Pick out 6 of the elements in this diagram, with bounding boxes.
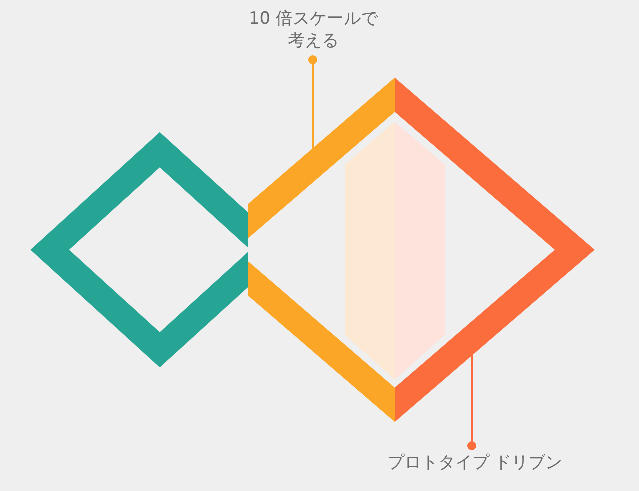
chevron-segment xyxy=(248,78,395,422)
diamond-outline xyxy=(30,132,248,368)
chevron-segment xyxy=(395,78,595,422)
callout-text: プロトタイプ ドリブン xyxy=(370,452,580,474)
leader-line xyxy=(308,56,318,152)
callout-text: 10 倍スケールで考える xyxy=(246,8,381,52)
